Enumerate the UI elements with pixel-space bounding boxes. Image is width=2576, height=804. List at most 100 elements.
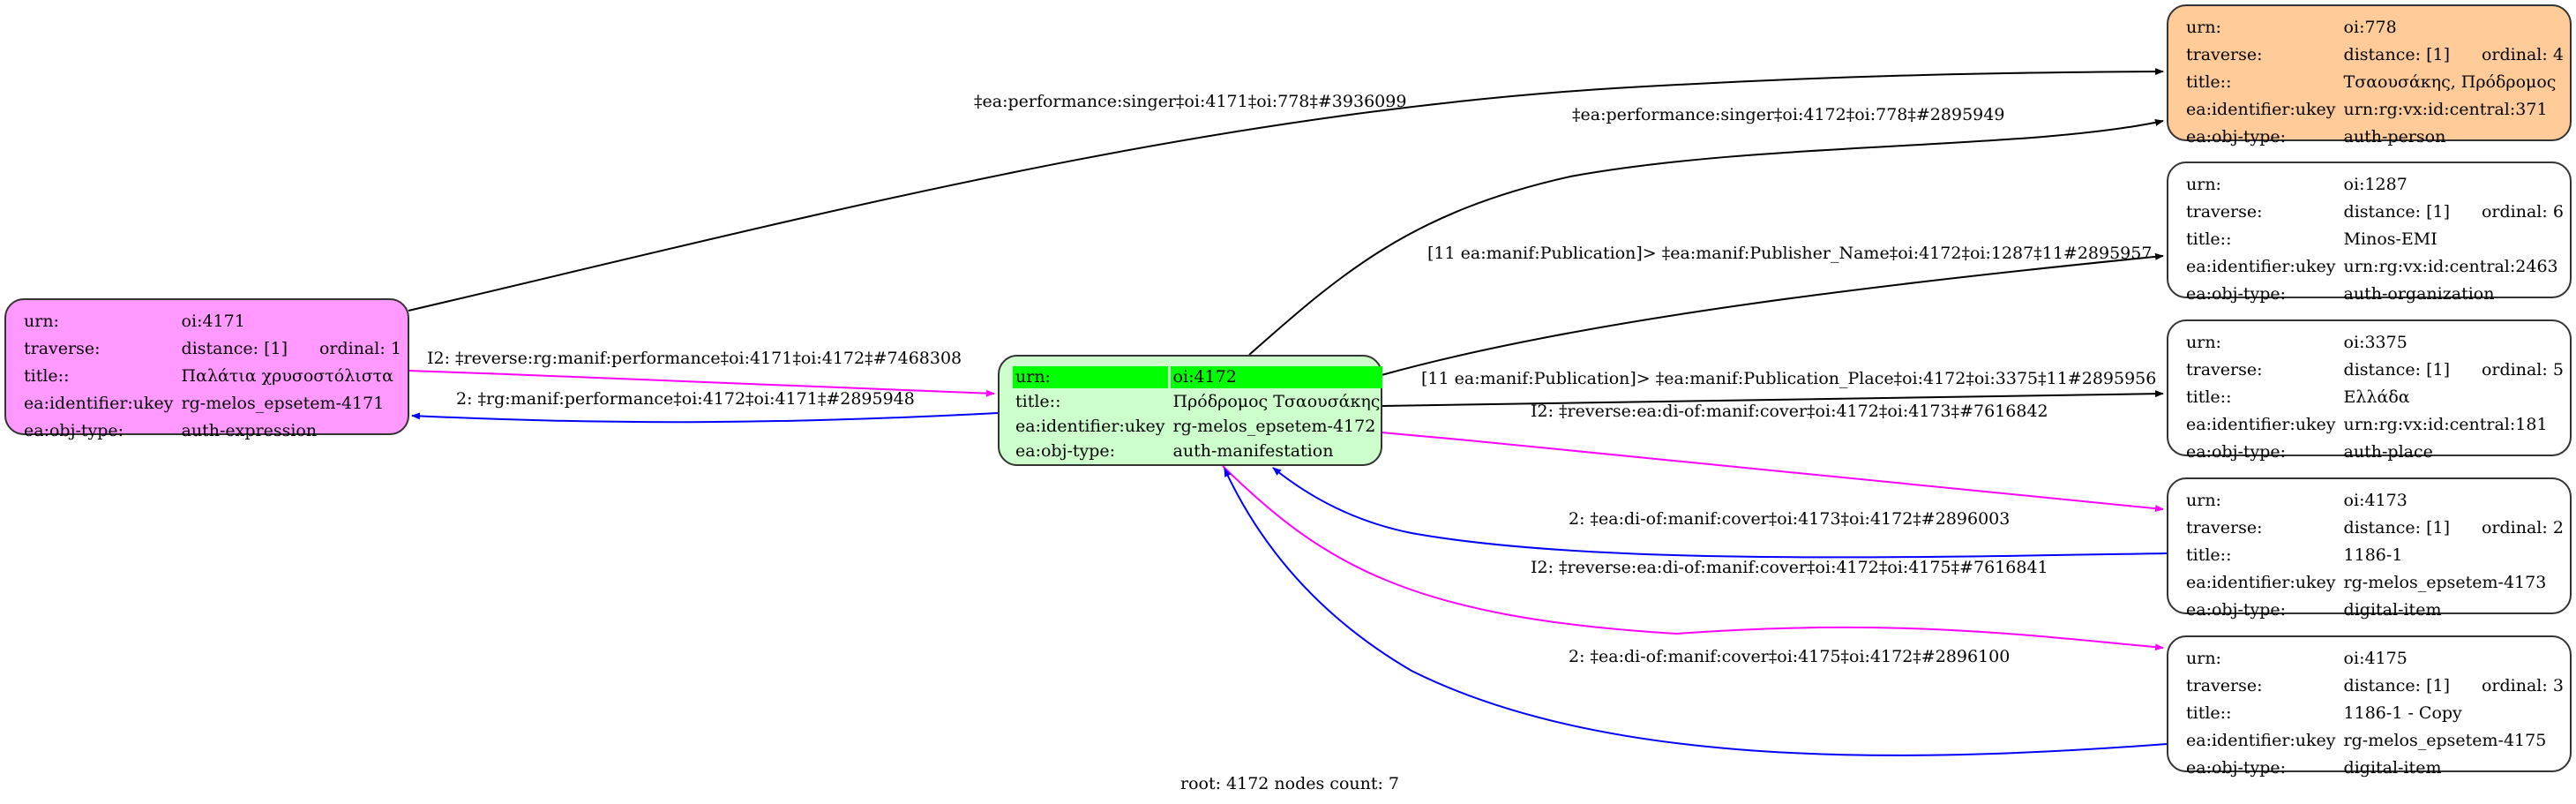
- field-key: urn:: [24, 312, 59, 331]
- field-row: traverse: distance: [1] ordinal: 2: [2183, 515, 2566, 542]
- field-key: traverse:: [2186, 676, 2263, 695]
- field-key: urn:: [2186, 18, 2221, 37]
- field-value: Minos-EMI: [2343, 229, 2437, 249]
- field-row: ea:obj-type:auth-place: [2183, 439, 2566, 466]
- field-value: rg-melos_epsetem-4171: [181, 394, 385, 413]
- field-value: auth-person: [2343, 127, 2446, 147]
- edge-4175-to-4172: [1224, 468, 2168, 756]
- node-778-fields: urn:oi:778 traverse:distance: [1]ordinal…: [2181, 14, 2569, 151]
- graph-footer-caption: root: 4172 nodes count: 7: [1180, 774, 1400, 793]
- ordinal-value: ordinal: 5: [2481, 360, 2564, 379]
- field-row: ea:obj-type:digital-item: [2183, 597, 2566, 624]
- field-value: Τσαουσάκης, Πρόδρομος: [2343, 72, 2557, 92]
- field-value: Ελλάδα: [2343, 387, 2410, 407]
- edge-label: 2: ‡rg:manif:performance‡oi:4172‡oi:4171…: [456, 389, 915, 409]
- field-value: auth-place: [2343, 442, 2433, 462]
- node-4173[interactable]: urn:oi:4173 traverse: distance: [1] ordina…: [2167, 477, 2572, 620]
- node-4172-fields: urn:oi:4172 title::Πρόδρομος Τσαουσάκης …: [1010, 364, 1385, 465]
- field-value: rg-melos_epsetem-4172: [1172, 417, 1376, 436]
- field-value: Πρόδρομος Τσαουσάκης: [1172, 392, 1381, 411]
- edge-label: 2: ‡ea:di-of:manif:cover‡oi:4175‡oi:4172…: [1569, 647, 2011, 666]
- field-value: oi:4171: [181, 312, 245, 331]
- field-row: title::1186-1: [2183, 542, 2566, 569]
- field-row: ea:identifier:ukey rg-melos_epsetem-4172: [1013, 416, 1382, 438]
- field-value: oi:3375: [2343, 333, 2408, 352]
- field-row: ea:obj-type:auth-manifestation: [1013, 440, 1382, 462]
- field-key: traverse:: [2186, 518, 2263, 537]
- field-row: traverse:distance: [1]ordinal: 4: [2183, 41, 2566, 69]
- field-value: oi:4173: [2343, 491, 2408, 510]
- field-row: ea:obj-type: auth-person: [2183, 124, 2566, 151]
- node-4175[interactable]: urn:oi:4175 traverse:distance: [1]ordina…: [2167, 635, 2572, 778]
- field-key: title::: [2186, 703, 2232, 723]
- field-value: 1186-1: [2343, 545, 2403, 565]
- edge-4171-to-778: [408, 68, 2164, 312]
- field-key: ea:obj-type:: [1015, 441, 1116, 461]
- node-3375[interactable]: urn:oi:3375 traverse:distance: [1]ordina…: [2167, 319, 2572, 462]
- node-1287[interactable]: urn:oi:1287 traverse:distance: [1]ordina…: [2167, 162, 2572, 304]
- field-value: digital-item: [2343, 758, 2442, 778]
- edge-4171-to-4172: [408, 370, 995, 397]
- field-key: ea:identifier:ukey: [24, 394, 174, 413]
- edge-4172-to-4175: [1222, 465, 2164, 651]
- node-4172-root[interactable]: urn:oi:4172 title::Πρόδρομος Τσαουσάκης …: [998, 355, 1385, 466]
- field-key: ea:identifier:ukey: [2186, 731, 2336, 750]
- field-row: urn:oi:778: [2183, 14, 2566, 41]
- node-778[interactable]: urn:oi:778 traverse:distance: [1]ordinal…: [2167, 4, 2572, 147]
- field-key: traverse:: [24, 339, 101, 358]
- field-key: traverse:: [2186, 360, 2263, 379]
- field-row: urn:oi:4175: [2183, 645, 2566, 673]
- node-4171-fields: urn:oi:4171 traverse:distance: [1]ordina…: [19, 308, 407, 445]
- field-key: traverse:: [2186, 45, 2263, 64]
- distance-value: distance: [1]: [2343, 518, 2450, 537]
- field-row: traverse:distance: [1]ordinal: 5: [2183, 357, 2566, 384]
- field-value: rg-melos_epsetem-4175: [2343, 731, 2547, 750]
- edge-label: I2: ‡reverse:ea:di-of:manif:cover‡oi:417…: [1531, 402, 2048, 421]
- field-row: traverse:distance: [1]ordinal: 3: [2183, 673, 2566, 700]
- edge-label: I2: ‡reverse:ea:di-of:manif:cover‡oi:417…: [1531, 558, 2048, 577]
- field-key: title::: [2186, 387, 2232, 407]
- field-row: ea:obj-type:auth-organization: [2183, 281, 2566, 308]
- edge-label: ‡ea:performance:singer‡oi:4171‡oi:778‡#3…: [974, 92, 1407, 111]
- field-key: title::: [2186, 545, 2232, 565]
- field-value: urn:rg:vx:id:central:2463: [2343, 257, 2558, 276]
- field-row: urn: oi:4171: [21, 308, 404, 335]
- field-row: title::Πρόδρομος Τσαουσάκης: [1013, 391, 1382, 413]
- ordinal-value: ordinal: 2: [2481, 518, 2564, 537]
- field-key: title::: [2186, 72, 2232, 92]
- field-key: ea:identifier:ukey: [1015, 417, 1165, 436]
- field-key: traverse:: [2186, 202, 2263, 222]
- field-row: title::1186-1 - Copy: [2183, 700, 2566, 727]
- edge-4172-to-1287: [1381, 252, 2164, 376]
- field-row: urn:oi:4173: [2183, 487, 2566, 515]
- field-key: ea:identifier:ukey: [2186, 100, 2336, 119]
- field-row: ea:identifier:ukey rg-melos_epsetem-4175: [2183, 727, 2566, 755]
- field-value: Παλάτια χρυσοστόλιστα: [181, 366, 394, 386]
- field-row: ea:obj-type:auth-expression: [21, 417, 404, 445]
- edge-label: I2: ‡reverse:rg:manif:performance‡oi:417…: [427, 349, 962, 368]
- edge-label: [11 ea:manif:Publication]> ‡ea:manif:Pub…: [1421, 369, 2157, 388]
- ordinal-value: ordinal: 6: [2481, 202, 2564, 222]
- field-value: oi:1287: [2343, 175, 2408, 194]
- field-key: ea:identifier:ukey: [2186, 573, 2336, 592]
- field-value: oi:4172: [1170, 366, 1383, 388]
- edge-label: 2: ‡ea:di-of:manif:cover‡oi:4173‡oi:4172…: [1569, 509, 2011, 529]
- field-row: urn:oi:3375: [2183, 329, 2566, 357]
- field-row: traverse:distance: [1]ordinal: 6: [2183, 199, 2566, 226]
- field-row: title::Minos-EMI: [2183, 226, 2566, 253]
- field-value: auth-expression: [181, 421, 318, 440]
- field-row: title::Παλάτια χρυσοστόλιστα: [21, 363, 404, 390]
- field-key: title::: [2186, 229, 2232, 249]
- field-value: rg-melos_epsetem-4173: [2343, 573, 2547, 592]
- edge-4172-to-4171: [411, 412, 999, 424]
- field-row: ea:identifier:ukey rg-melos_epsetem-4171: [21, 390, 404, 417]
- field-key: ea:obj-type:: [2186, 284, 2287, 304]
- field-key: urn:: [1013, 366, 1168, 388]
- node-4171[interactable]: urn:oi:4171 traverse:distance: [1]ordina…: [4, 298, 409, 440]
- field-key: ea:obj-type:: [2186, 127, 2287, 147]
- field-value: urn:rg:vx:id:central:181: [2343, 415, 2548, 434]
- field-value: 1186-1 - Copy: [2343, 703, 2462, 723]
